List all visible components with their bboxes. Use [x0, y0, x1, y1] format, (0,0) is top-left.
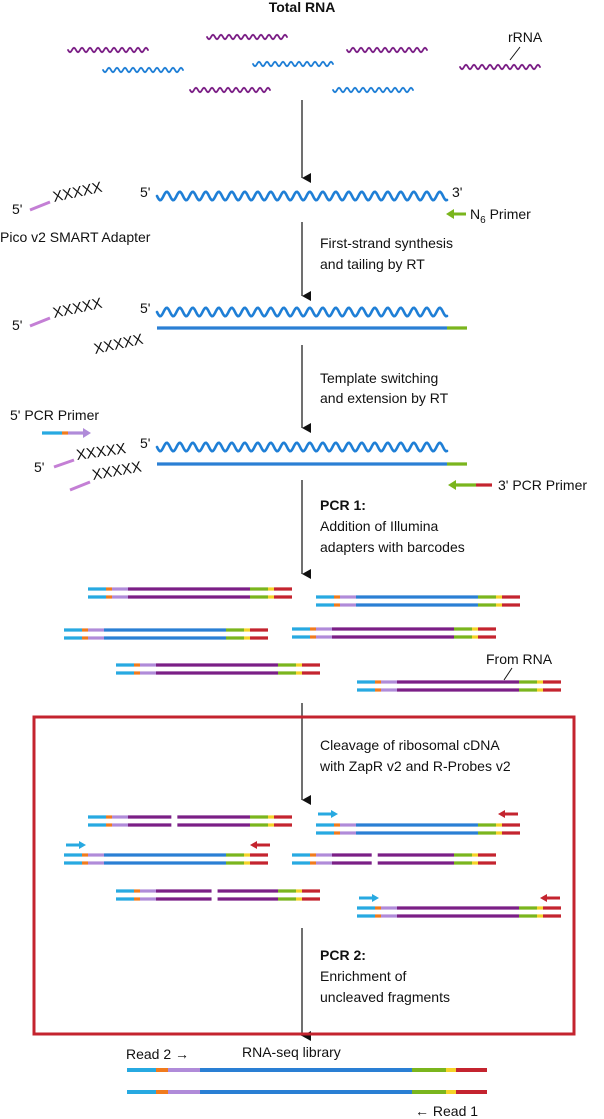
cdna3-adapter-line: [69, 480, 91, 492]
library-label: RNA-seq library: [242, 1044, 341, 1060]
step2-line1: Template switching: [320, 370, 438, 386]
adapter1-5prime: 5': [12, 201, 22, 217]
rna-squiggle-1: [67, 46, 149, 54]
pcr3-primer-arrowhead: [448, 480, 456, 490]
cdna3-xxxxx: XXXXX: [91, 459, 143, 484]
stage2-5prime-label: 5': [140, 300, 150, 316]
title-total-rna: Total RNA: [269, 0, 336, 15]
pcr2-line2: uncleaved fragments: [320, 989, 450, 1005]
read1-label: ← Read 1: [415, 1103, 478, 1119]
template-rna-wave-2: [155, 306, 449, 318]
adapter3-line: [53, 458, 75, 469]
pcr1-products: [64, 587, 561, 692]
adapter3-5prime: 5': [34, 459, 44, 475]
total-rna-molecules: [67, 33, 541, 94]
n6-primer-label: N6 Primer: [470, 206, 531, 226]
n6-primer-arrowhead: [446, 209, 454, 219]
rna-3prime-label: 3': [452, 184, 462, 200]
rna-squiggle-3: [346, 46, 428, 54]
rrna-label: rRNA: [508, 29, 543, 45]
adapter2-line: [29, 316, 51, 328]
rna-squiggle-5: [189, 86, 271, 94]
adapter1-xxxxx: XXXXX: [51, 179, 103, 206]
cleaved-frag-2-read-primer-head: [331, 810, 338, 818]
rna-seq-library: [127, 1068, 487, 1094]
cleavage-line2: with ZapR v2 and R-Probes v2: [319, 758, 511, 774]
rrna-pointer-line: [509, 46, 521, 61]
step2-line2: and extension by RT: [320, 390, 449, 406]
cleaved-frag-3-read-primer-head: [79, 841, 86, 849]
pcr2-line1: Enrichment of: [320, 968, 406, 984]
pcr3-primer-label: 3' PCR Primer: [498, 477, 587, 493]
pcr1-title: PCR 1:: [320, 497, 366, 513]
cleavage-line1: Cleavage of ribosomal cDNA: [320, 737, 500, 753]
template-rna-wave-3: [155, 441, 449, 453]
adapter2-5prime: 5': [12, 317, 22, 333]
rna-5prime-label: 5': [140, 184, 150, 200]
cleavage-products: [64, 810, 561, 918]
cleaved-frag-6-index-primer-head: [540, 894, 547, 902]
zapr-highlight-box: [32, 715, 576, 1036]
cleaved-frag-6-read-primer-head: [372, 894, 379, 902]
pcr5-primer-arrowhead: [83, 428, 91, 438]
rna-squiggle-2: [206, 33, 288, 41]
read2-label: Read 2 →: [126, 1046, 189, 1062]
adapter2-xxxxx: XXXXX: [51, 295, 103, 322]
cleaved-frag-3-index-primer-head: [250, 841, 257, 849]
stage3-5prime-label: 5': [140, 435, 150, 451]
pcr1-line2: adapters with barcodes: [320, 539, 465, 555]
pico-adapter-label: Pico v2 SMART Adapter: [0, 229, 151, 245]
adapter1-line: [29, 200, 51, 212]
rna-squiggle-6: [102, 66, 184, 74]
pcr2-title: PCR 2:: [320, 947, 366, 963]
step1-line1: First-strand synthesis: [320, 235, 453, 251]
rna-squiggle-8: [332, 86, 414, 94]
rna-squiggle-7: [252, 60, 334, 68]
template-rna-wave-1: [155, 190, 449, 202]
step1-line2: and tailing by RT: [320, 256, 425, 272]
from-rna-label: From RNA: [486, 651, 553, 667]
cleaved-frag-2-index-primer-head: [498, 810, 505, 818]
pcr1-line1: Addition of Illumina: [320, 518, 439, 534]
from-rna-pointer: [503, 667, 513, 681]
cdna2-xxxxx: XXXXX: [92, 331, 144, 358]
pcr5-primer-label: 5' PCR Primer: [10, 407, 99, 423]
adapter3-xxxxx: XXXXX: [75, 440, 127, 464]
rna-squiggle-4: [459, 63, 541, 71]
